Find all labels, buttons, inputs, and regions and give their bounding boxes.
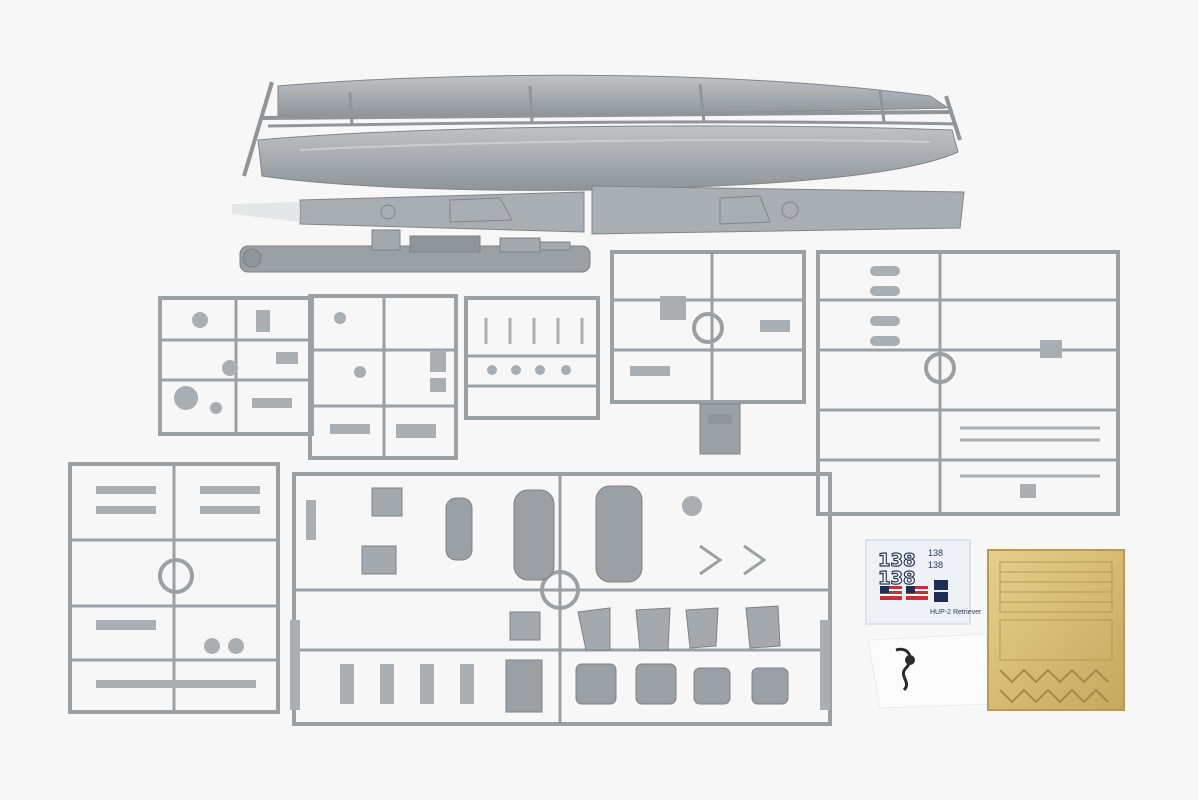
sprue-frame-a (158, 296, 314, 436)
sprue-frame-c (464, 296, 600, 420)
sprue-frame-f (68, 462, 280, 714)
decal-us-flag-2 (906, 586, 928, 600)
decal-caption: HUP-2 Retriever (930, 609, 982, 616)
photo-etch-fret (987, 549, 1125, 711)
decal-block-navy-2 (934, 592, 948, 602)
superstructure-part (239, 229, 591, 273)
upper-hull-half (242, 74, 962, 177)
decal-small-number-1: 138 (928, 548, 943, 558)
small-parts-bag (867, 633, 995, 709)
decal-small-number-2: 138 (928, 560, 943, 570)
lower-hull-half (257, 125, 959, 191)
sprue-frame-b (308, 294, 458, 460)
decal-us-flag (880, 586, 902, 600)
deck-forward (232, 191, 585, 233)
decal-block-navy (934, 580, 948, 590)
deck-aft (591, 185, 965, 235)
decal-hull-number-1: 138 (878, 550, 916, 571)
decal-sheet: 138 138 138 138 HUP-2 Retriever (865, 539, 982, 625)
sprue-frame-d (610, 250, 806, 455)
sprue-frame-g (290, 472, 832, 726)
sprue-frame-e (816, 250, 1120, 516)
decal-hull-number-2: 138 (878, 568, 916, 589)
